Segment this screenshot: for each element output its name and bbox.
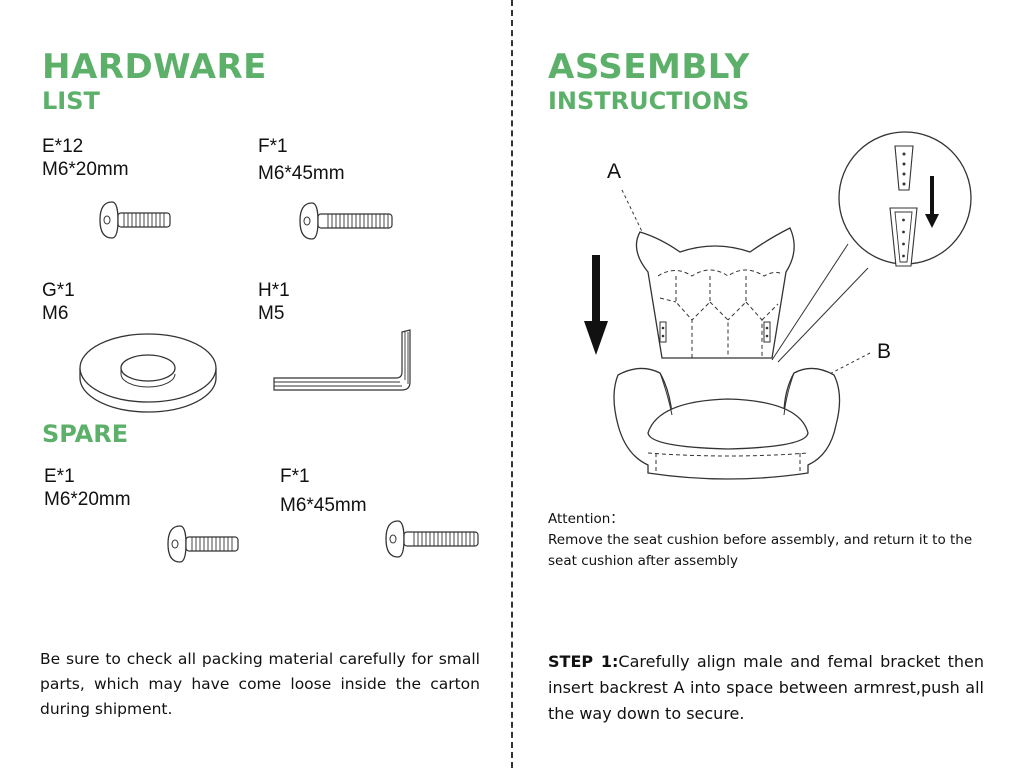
label-b: B (877, 340, 892, 363)
spare-f-code: F*1 (280, 466, 310, 487)
assembly-subtitle: INSTRUCTIONS (548, 87, 750, 115)
label-a: A (607, 160, 622, 183)
step-1-text: Carefully align male and femal bracket t… (548, 652, 984, 723)
part-g-code: G*1 (42, 280, 75, 301)
allen-key-icon (273, 329, 411, 391)
screw-long-icon (385, 520, 479, 558)
center-divider (511, 0, 513, 768)
part-h-label: H*1 M5 (258, 280, 290, 326)
check-packing-note: Be sure to check all packing material ca… (40, 650, 480, 718)
hardware-subtitle: LIST (42, 87, 100, 115)
spare-title: SPARE (42, 420, 129, 448)
attention-text: Remove the seat cushion before assembly,… (548, 532, 973, 569)
attention-title: Attention： (548, 511, 624, 527)
attention-note: Attention： Remove the seat cushion befor… (548, 509, 988, 572)
part-f-size: M6*45mm (258, 162, 345, 184)
assembly-title: ASSEMBLY (548, 47, 750, 87)
spare-e-label: E*1 M6*20mm (44, 466, 131, 512)
screw-short-icon (167, 525, 239, 563)
part-f-label: F*1 M6*45mm (258, 136, 345, 186)
spare-e-size: M6*20mm (44, 488, 131, 510)
step-1-label: STEP 1: (548, 652, 619, 671)
chair-backrest-icon (621, 189, 795, 359)
screw-short-icon (99, 201, 171, 239)
step-1: STEP 1:Carefully align male and femal br… (548, 649, 984, 727)
bracket-detail-icon (771, 131, 972, 363)
chair-seat-icon (613, 352, 871, 480)
hardware-title: HARDWARE (42, 47, 267, 87)
part-g-size: M6 (42, 302, 69, 324)
part-h-code: H*1 (258, 280, 290, 301)
screw-long-icon (299, 202, 393, 240)
down-arrow-icon (584, 255, 608, 355)
part-g-label: G*1 M6 (42, 280, 75, 326)
part-e-code: E*12 (42, 136, 84, 157)
spare-e-code: E*1 (44, 466, 75, 487)
part-f-code: F*1 (258, 136, 288, 157)
spare-f-size: M6*45mm (280, 494, 367, 516)
part-h-size: M5 (258, 302, 285, 324)
washer-icon (79, 333, 217, 413)
part-e-size: M6*20mm (42, 158, 129, 180)
part-e-label: E*12 M6*20mm (42, 136, 129, 182)
spare-f-label: F*1 M6*45mm (280, 466, 367, 518)
